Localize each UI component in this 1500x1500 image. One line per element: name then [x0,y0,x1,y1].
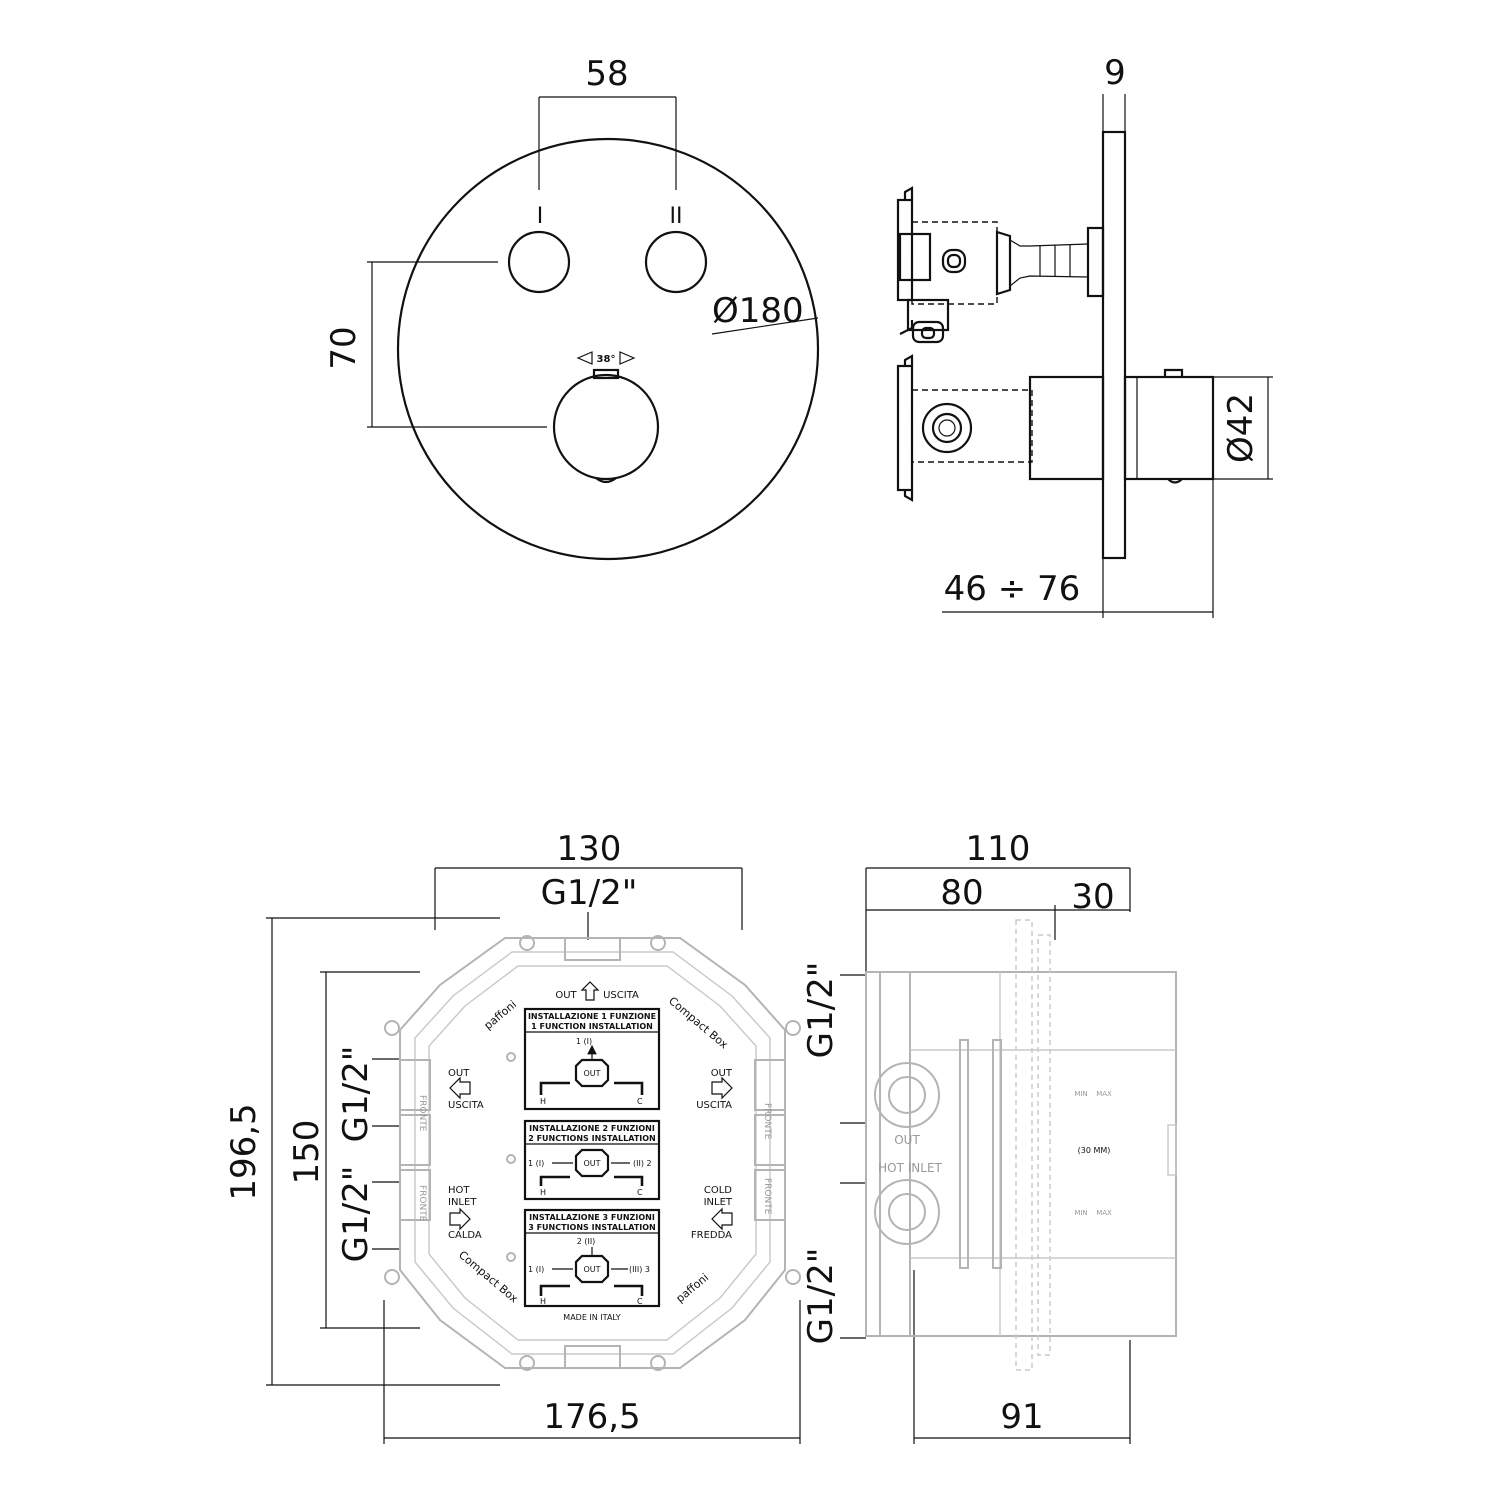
label-out-left: OUT [448,1068,470,1079]
brand-bottom-right: paffoni [674,1271,712,1305]
panel-3-title-it: INSTALLAZIONE 3 FUNZIONI [529,1213,655,1222]
button-1 [507,230,571,294]
front-view: I II 38° 58 70 Ø180 [324,54,820,561]
panel-1-title-it: INSTALLAZIONE 1 FUNZIONE [528,1012,656,1021]
panel-2-h: H [540,1188,546,1197]
dim-box-width-bottom: 176,5 [543,1397,640,1437]
dim-box-height-outer: 196,5 [224,1103,264,1200]
dim-box-width-top: 130 [557,829,622,869]
angle-right-arrow-icon [619,351,636,365]
dim-side-part-b: 30 [1071,877,1114,917]
panel-1-out: OUT [583,1069,600,1078]
panel-3-out: OUT [583,1265,600,1274]
panel-2-c: C [637,1188,643,1197]
panel-1-n1: 1 (I) [576,1037,592,1046]
angle-label: 38° [597,354,616,365]
dim-side-bottom: 91 [1000,1397,1043,1437]
side-max-upper: MAX [1096,1090,1112,1098]
panel-3-c: C [637,1297,643,1306]
fronte-right-2: FRONTE [762,1178,772,1215]
panel-3-n3: (III) 3 [629,1265,650,1274]
label-out-right: OUT [711,1068,733,1079]
arrow-in-left-icon [711,1207,733,1231]
brand-top-left: paffoni [482,998,520,1032]
side-min-upper: MIN [1074,1090,1087,1098]
fronte-left-2: FRONTE [417,1185,427,1222]
side-hot-inlet-label: HOT INLET [878,1161,942,1175]
button-1-mark: I [537,204,544,229]
side-max-lower: MAX [1096,1209,1112,1217]
angle-left-arrow-icon [576,351,593,365]
label-inlet-right: INLET [704,1197,733,1208]
label-uscita-left: USCITA [448,1100,484,1111]
panel-1-function: INSTALLAZIONE 1 FUNZIONE 1 FUNCTION INST… [523,1007,661,1111]
panel-2-n1: 1 (I) [528,1159,544,1168]
panel-2-functions: INSTALLAZIONE 2 FUNZIONI 2 FUNCTIONS INS… [523,1119,661,1201]
dim-box-height-inner: 150 [287,1120,327,1185]
label-uscita-top: USCITA [603,990,639,1001]
panel-2-title-en: 2 FUNCTIONS INSTALLATION [528,1134,656,1143]
dim-vertical-spacing: 70 [324,326,364,369]
compact-box-bottom-left: Compact Box [456,1248,521,1305]
panel-2-out: OUT [583,1159,600,1168]
box-side-view: 110 80 30 G1/2" G1/2" 91 OUT HOT INLET M… [801,829,1177,1444]
arrow-up-icon [580,981,600,1001]
button-2 [644,230,708,294]
fronte-left-1: FRONTE [417,1095,427,1132]
cartridge-body [1028,375,1105,481]
dim-side-part-a: 80 [940,873,983,913]
label-calda: CALDA [448,1230,482,1241]
thermostat-knob [552,373,660,481]
side-out-label: OUT [894,1133,920,1147]
panel-2-n2: (II) 2 [633,1159,652,1168]
panel-1-h: H [540,1097,546,1106]
button-2-mark: II [670,204,683,229]
compact-box-top-right: Compact Box [666,994,731,1051]
panel-3-title-en: 3 FUNCTIONS INSTALLATION [528,1223,656,1232]
label-cold: COLD [704,1185,732,1196]
label-inlet-left: INLET [448,1197,477,1208]
knob-indicator [592,368,620,380]
thread-side-upper: G1/2" [801,962,841,1059]
side-depth-note: (30 MM) [1078,1146,1111,1155]
thread-left-lower: G1/2" [336,1166,376,1263]
panel-1-title-en: 1 FUNCTION INSTALLATION [531,1022,653,1031]
panel-3-n1: 1 (I) [528,1265,544,1274]
label-out-top: OUT [555,990,577,1001]
panel-3-functions: INSTALLAZIONE 3 FUNZIONI 3 FUNCTIONS INS… [523,1208,661,1308]
panel-3-h: H [540,1297,546,1306]
dim-plate-diameter: Ø180 [712,291,804,331]
made-in-italy: MADE IN ITALY [563,1313,621,1322]
dim-depth-range: 46 ÷ 76 [944,569,1081,609]
panel-1-c: C [637,1097,643,1106]
thread-left-upper: G1/2" [336,1046,376,1143]
arrow-in-right-icon [449,1207,471,1231]
label-uscita-right: USCITA [696,1100,732,1111]
thread-top: G1/2" [541,873,638,913]
side-knob [1123,375,1215,481]
dim-button-spacing: 58 [585,54,628,94]
arrow-right-icon [711,1076,733,1100]
cover-plate-outline [396,137,820,561]
fronte-right-1: FRONTE [762,1103,772,1140]
side-view: 9 Ø42 [896,53,1273,618]
label-fredda: FREDDA [691,1230,732,1241]
arrow-left-icon [449,1076,471,1100]
box-front-view: 130 G1/2" 196,5 150 G1/2" G1/2" 176,5 [224,829,801,1444]
thread-side-lower: G1/2" [801,1248,841,1345]
label-hot: HOT [448,1185,470,1196]
dim-side-total: 110 [966,829,1031,869]
dim-knob-diameter: Ø42 [1221,393,1261,463]
side-cover-plate [1101,130,1127,560]
side-min-lower: MIN [1074,1209,1087,1217]
dim-plate-thickness: 9 [1104,53,1126,93]
side-box-outline [865,971,1177,1337]
knob-notch [595,477,617,484]
panel-2-title-it: INSTALLAZIONE 2 FUNZIONI [529,1124,655,1133]
panel-3-n2: 2 (II) [577,1237,596,1246]
box-outline [399,937,786,1369]
